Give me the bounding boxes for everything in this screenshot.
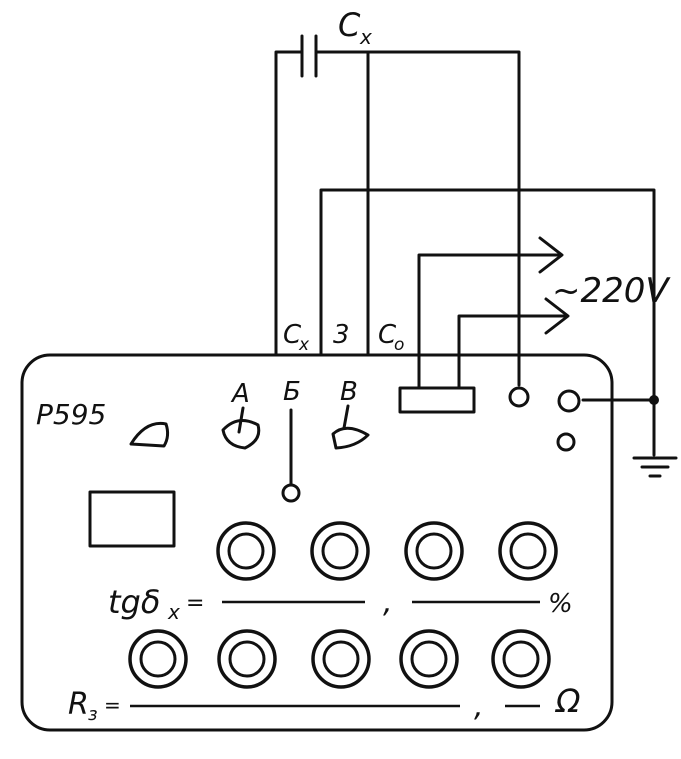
switch-v[interactable]: B [331,377,370,450]
instrument-panel [20,353,614,732]
ohm-label: Ω [554,682,581,720]
arrow-icon [544,297,570,335]
r-decade-knobs[interactable] [128,629,551,689]
supply-socket[interactable] [398,386,476,414]
tg-delta-comma: , [383,585,393,620]
decade-knob-icon[interactable] [491,629,551,689]
decade-knob-icon[interactable] [399,629,459,689]
terminal-cx-subscript: x [298,335,310,355]
switch-a[interactable]: A [221,379,261,450]
r-comma: , [474,689,484,724]
supply-220v: ~220V [417,236,671,390]
ground-icon [632,456,678,478]
junction-dot [649,395,659,405]
terminal-aux[interactable] [556,432,576,452]
arrow-icon [538,236,564,274]
terminal-ground[interactable] [557,389,581,413]
r-subscript: з [88,704,98,725]
rotary-switch-icon[interactable] [331,426,370,450]
terminal-co-label: C [378,320,397,350]
switch-a-label: A [230,379,250,409]
decade-knob-icon[interactable] [128,629,188,689]
decade-knob-icon[interactable] [404,521,464,581]
switch-v-label: B [340,377,358,407]
terminal-labels: C x 3 C o [283,320,404,355]
tg-delta-readout: tgδ x = , % [108,583,573,624]
decade-knob-icon[interactable] [311,629,371,689]
switch-b[interactable]: Б [281,377,301,503]
decade-knob-icon[interactable] [498,521,558,581]
rotary-switch-icon[interactable] [129,421,170,448]
terminal-cx-label: C [283,320,302,350]
tg-delta-equals: = [186,591,204,616]
terminal-b[interactable] [281,483,301,503]
switch-b-label: Б [283,377,301,407]
tg-delta-label: tgδ [108,583,160,621]
decade-knob-icon[interactable] [216,521,276,581]
rotary-switch-icon[interactable] [221,419,261,450]
terminal-co-subscript: o [394,335,404,355]
terminal-3-label: 3 [333,320,350,350]
terminal-co[interactable] [508,386,530,408]
r-label: R [68,687,89,722]
voltage-label: ~220V [552,271,671,311]
display-window [88,490,176,548]
ground-circuit [319,188,678,478]
percent-label: % [548,589,573,619]
device-model-label: P595 [36,398,106,431]
tg-decade-knobs[interactable] [216,521,558,581]
capacitor-cx-subscript: x [359,25,372,49]
r-equals: = [104,693,121,717]
decade-knob-icon[interactable] [310,521,370,581]
r-readout: R з = , Ω [68,682,581,725]
decade-knob-icon[interactable] [217,629,277,689]
capacitor-cx-label: C [338,6,361,44]
tg-delta-subscript: x [167,600,180,624]
capacitor-cx-circuit: C x [274,6,521,387]
